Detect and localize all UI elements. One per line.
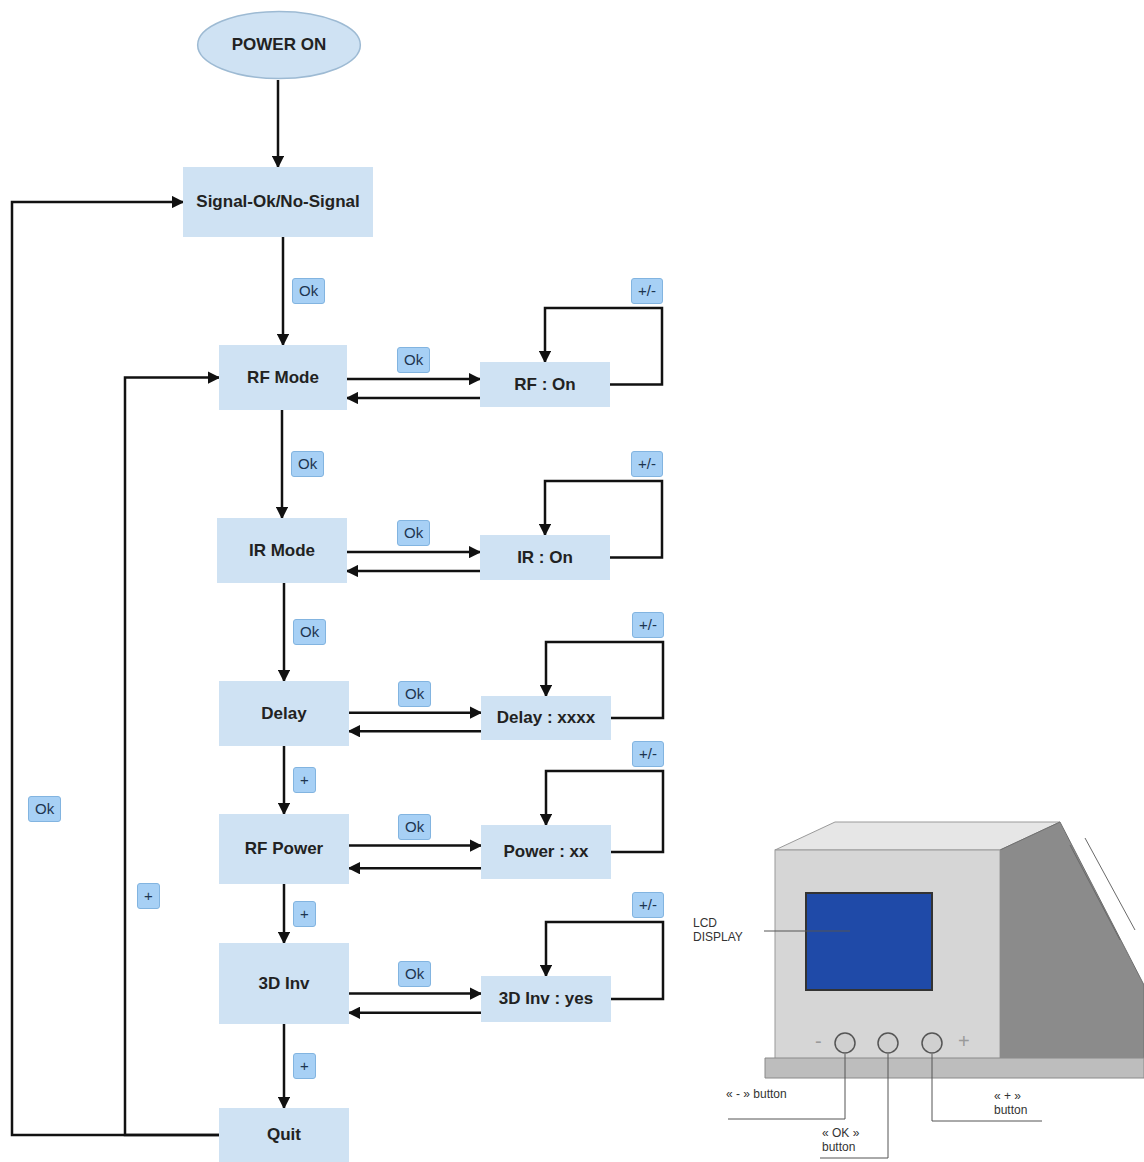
- menu-box: RF Mode: [219, 345, 347, 410]
- edge-badge: Ok: [28, 796, 61, 822]
- housing-detail: [1070, 845, 1120, 940]
- edge-badge: Ok: [397, 520, 430, 546]
- callout-label: « + » button: [994, 1089, 1056, 1117]
- node-text: RF Mode: [247, 368, 319, 388]
- leader-line: [728, 1054, 845, 1119]
- menu-box: RF Power: [219, 814, 349, 884]
- panel-symbol: -: [815, 1031, 822, 1051]
- value-box: IR : On: [480, 535, 610, 580]
- menu-box: Quit: [219, 1108, 349, 1162]
- edge-badge: Ok: [397, 347, 430, 373]
- flow-arrow: [283, 1024, 286, 1108]
- flow-arrow: [283, 884, 286, 943]
- edge-badge: Ok: [398, 961, 431, 987]
- edge-badge: +/-: [632, 892, 664, 918]
- flow-arrow: [12, 202, 219, 1135]
- edge-badge: Ok: [398, 681, 431, 707]
- flow-arrow: [349, 844, 481, 847]
- minus-button: [835, 1033, 855, 1053]
- panel-symbol: +: [958, 1031, 970, 1051]
- flow-arrow: [347, 397, 480, 400]
- flow-arrow: [349, 867, 481, 870]
- edge-badge: Ok: [292, 278, 325, 304]
- flow-arrow: [277, 80, 280, 167]
- flow-arrow: [347, 570, 480, 573]
- value-box: Power : xx: [481, 825, 611, 879]
- value-box: Delay : xxxx: [481, 696, 611, 740]
- edge-badge: Ok: [293, 619, 326, 645]
- menu-box: 3D Inv: [219, 943, 349, 1024]
- flow-arrow: [349, 711, 481, 714]
- menu-box: Signal-Ok/No-Signal: [183, 167, 373, 237]
- flow-arrow: [282, 237, 285, 345]
- flow-arrow: [347, 551, 480, 554]
- ok-button: [878, 1033, 898, 1053]
- flow-arrow: [125, 378, 219, 1136]
- flow-arrow: [347, 378, 480, 381]
- node-text: IR Mode: [249, 541, 315, 561]
- edge-badge: +: [293, 767, 316, 793]
- base-plate: [765, 1058, 1144, 1078]
- edge-badge: +: [293, 901, 316, 927]
- edge-badge: +/-: [632, 612, 664, 638]
- ellipse-shape: [198, 11, 361, 78]
- flow-arrow: [283, 746, 286, 814]
- front-panel: [775, 850, 1000, 1062]
- node-text: Power : xx: [503, 842, 588, 862]
- node-text: Delay: [261, 704, 306, 724]
- flow-arrow: [281, 410, 284, 518]
- flow-arrow: [349, 730, 481, 733]
- value-box: 3D Inv : yes: [481, 976, 611, 1022]
- edge-badge: +/-: [631, 278, 663, 304]
- node-text: Quit: [267, 1125, 301, 1145]
- edge-badge: Ok: [398, 814, 431, 840]
- lcd-screen: [806, 893, 932, 990]
- node-text: RF Power: [245, 839, 323, 859]
- callout-label: LCD DISPLAY: [693, 916, 765, 944]
- menu-box: Delay: [219, 681, 349, 746]
- callout-label: « OK » button: [822, 1126, 882, 1154]
- housing-detail: [1085, 838, 1135, 930]
- node-text: POWER ON: [232, 35, 326, 55]
- callout-label: « - » button: [726, 1087, 788, 1101]
- flow-arrow: [349, 1012, 481, 1015]
- start-ellipse: POWER ON: [196, 10, 362, 80]
- leader-line: [764, 931, 850, 932]
- flow-arrow: [349, 992, 481, 995]
- edge-badge: +: [293, 1053, 316, 1079]
- edge-badge: +/-: [631, 451, 663, 477]
- node-text: 3D Inv: [258, 974, 309, 994]
- leader-line: [820, 1054, 888, 1158]
- edge-badge: +: [137, 883, 160, 909]
- node-text: Signal-Ok/No-Signal: [196, 192, 359, 212]
- housing-side: [1000, 822, 1144, 1062]
- value-box: RF : On: [480, 362, 610, 407]
- node-text: RF : On: [514, 375, 575, 395]
- flow-arrow: [283, 583, 286, 681]
- node-text: 3D Inv : yes: [499, 989, 594, 1009]
- menu-box: IR Mode: [217, 518, 347, 583]
- node-text: IR : On: [517, 548, 573, 568]
- plus-button: [922, 1033, 942, 1053]
- edge-badge: Ok: [291, 451, 324, 477]
- edge-badge: +/-: [632, 741, 664, 767]
- node-text: Delay : xxxx: [497, 708, 595, 728]
